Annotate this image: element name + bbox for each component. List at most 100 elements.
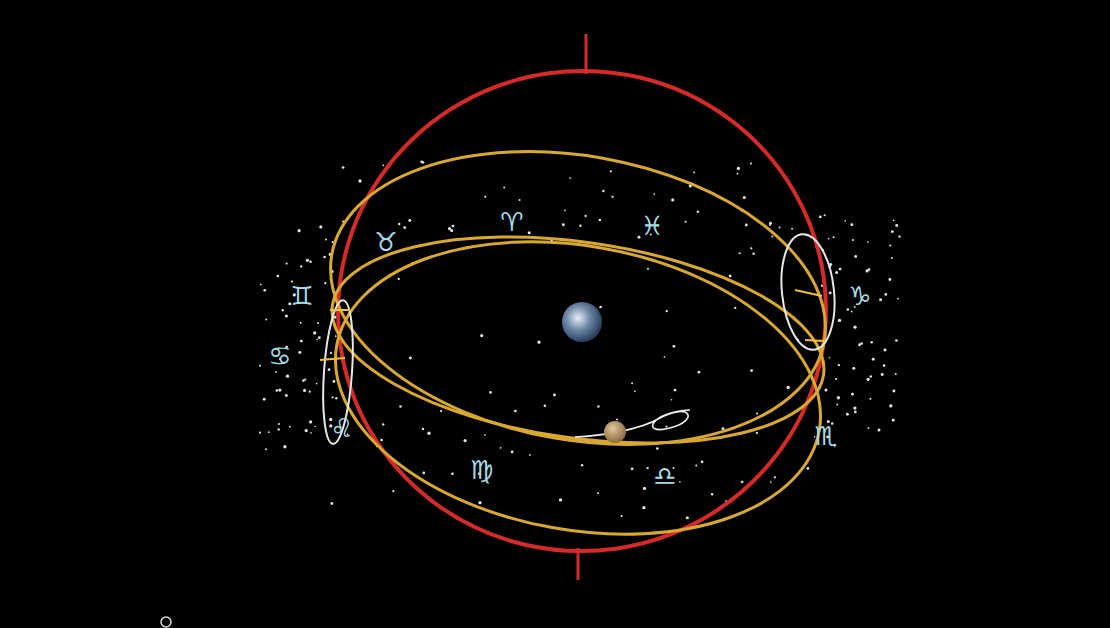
star [698, 371, 701, 374]
zodiac-sign: ♊ [290, 283, 313, 309]
band-edge [312, 206, 844, 571]
star [305, 429, 308, 432]
star [581, 464, 583, 466]
star [277, 428, 279, 430]
star [787, 386, 790, 389]
star [638, 236, 641, 239]
star [734, 307, 736, 309]
star [693, 171, 695, 173]
star [398, 278, 400, 280]
star [309, 260, 311, 262]
star [852, 239, 854, 241]
star [893, 219, 895, 221]
planet [604, 421, 626, 443]
star [686, 516, 689, 519]
star [750, 162, 752, 164]
star [529, 454, 531, 456]
star [409, 357, 412, 360]
star [854, 255, 857, 258]
star [528, 231, 531, 234]
zodiac-sign: ♎ [653, 463, 676, 489]
star [602, 190, 604, 192]
star [819, 216, 822, 219]
star [408, 219, 411, 222]
star [741, 481, 744, 484]
star [285, 394, 288, 397]
epicycle [776, 232, 840, 353]
star [835, 378, 837, 380]
star [851, 311, 853, 313]
star [674, 389, 677, 392]
star [888, 278, 891, 281]
star [478, 501, 481, 504]
star [867, 427, 869, 429]
star [846, 413, 849, 416]
logo [161, 617, 171, 627]
star [616, 418, 618, 420]
star [646, 467, 648, 469]
star [884, 293, 887, 296]
star [701, 460, 704, 463]
star [514, 410, 517, 413]
star [451, 472, 454, 475]
star [750, 247, 752, 249]
star [309, 420, 312, 423]
star [743, 196, 746, 199]
star [392, 490, 394, 492]
star [829, 291, 832, 294]
star [259, 432, 261, 434]
star [824, 388, 827, 391]
star [791, 228, 793, 230]
star [610, 170, 612, 172]
star [484, 434, 486, 436]
star [463, 439, 466, 442]
star [265, 448, 267, 450]
star [420, 161, 423, 164]
star [621, 515, 623, 517]
star [440, 410, 442, 412]
star [671, 399, 673, 401]
star [837, 396, 840, 399]
star [634, 391, 636, 393]
star [631, 467, 634, 470]
star [737, 167, 740, 170]
star [380, 439, 383, 442]
star [599, 219, 602, 222]
star [597, 405, 599, 407]
star [854, 411, 857, 414]
star [756, 412, 758, 414]
star [282, 309, 284, 311]
star [739, 252, 741, 254]
star [450, 229, 453, 232]
star [858, 343, 861, 346]
star [306, 259, 309, 262]
star [564, 209, 566, 211]
star [771, 235, 773, 237]
star [611, 196, 613, 198]
star [872, 358, 875, 361]
star [897, 298, 899, 300]
star [275, 371, 277, 373]
earth [562, 302, 602, 342]
star [286, 263, 288, 265]
star [889, 244, 891, 246]
star [869, 398, 871, 400]
star [268, 431, 270, 433]
markers [320, 290, 825, 360]
retrograde-loop [575, 410, 690, 437]
star [642, 506, 645, 509]
star [711, 493, 713, 495]
zodiac-sign: ♌ [330, 415, 353, 441]
zodiac-sign: ♋ [268, 343, 291, 369]
star [685, 221, 687, 223]
star [309, 391, 311, 393]
star [879, 298, 882, 301]
star [828, 357, 830, 359]
star [828, 238, 830, 240]
star [877, 429, 880, 432]
star [867, 241, 869, 243]
star [673, 345, 676, 348]
zodiac-sign: ♓ [640, 213, 663, 239]
star [310, 432, 312, 434]
